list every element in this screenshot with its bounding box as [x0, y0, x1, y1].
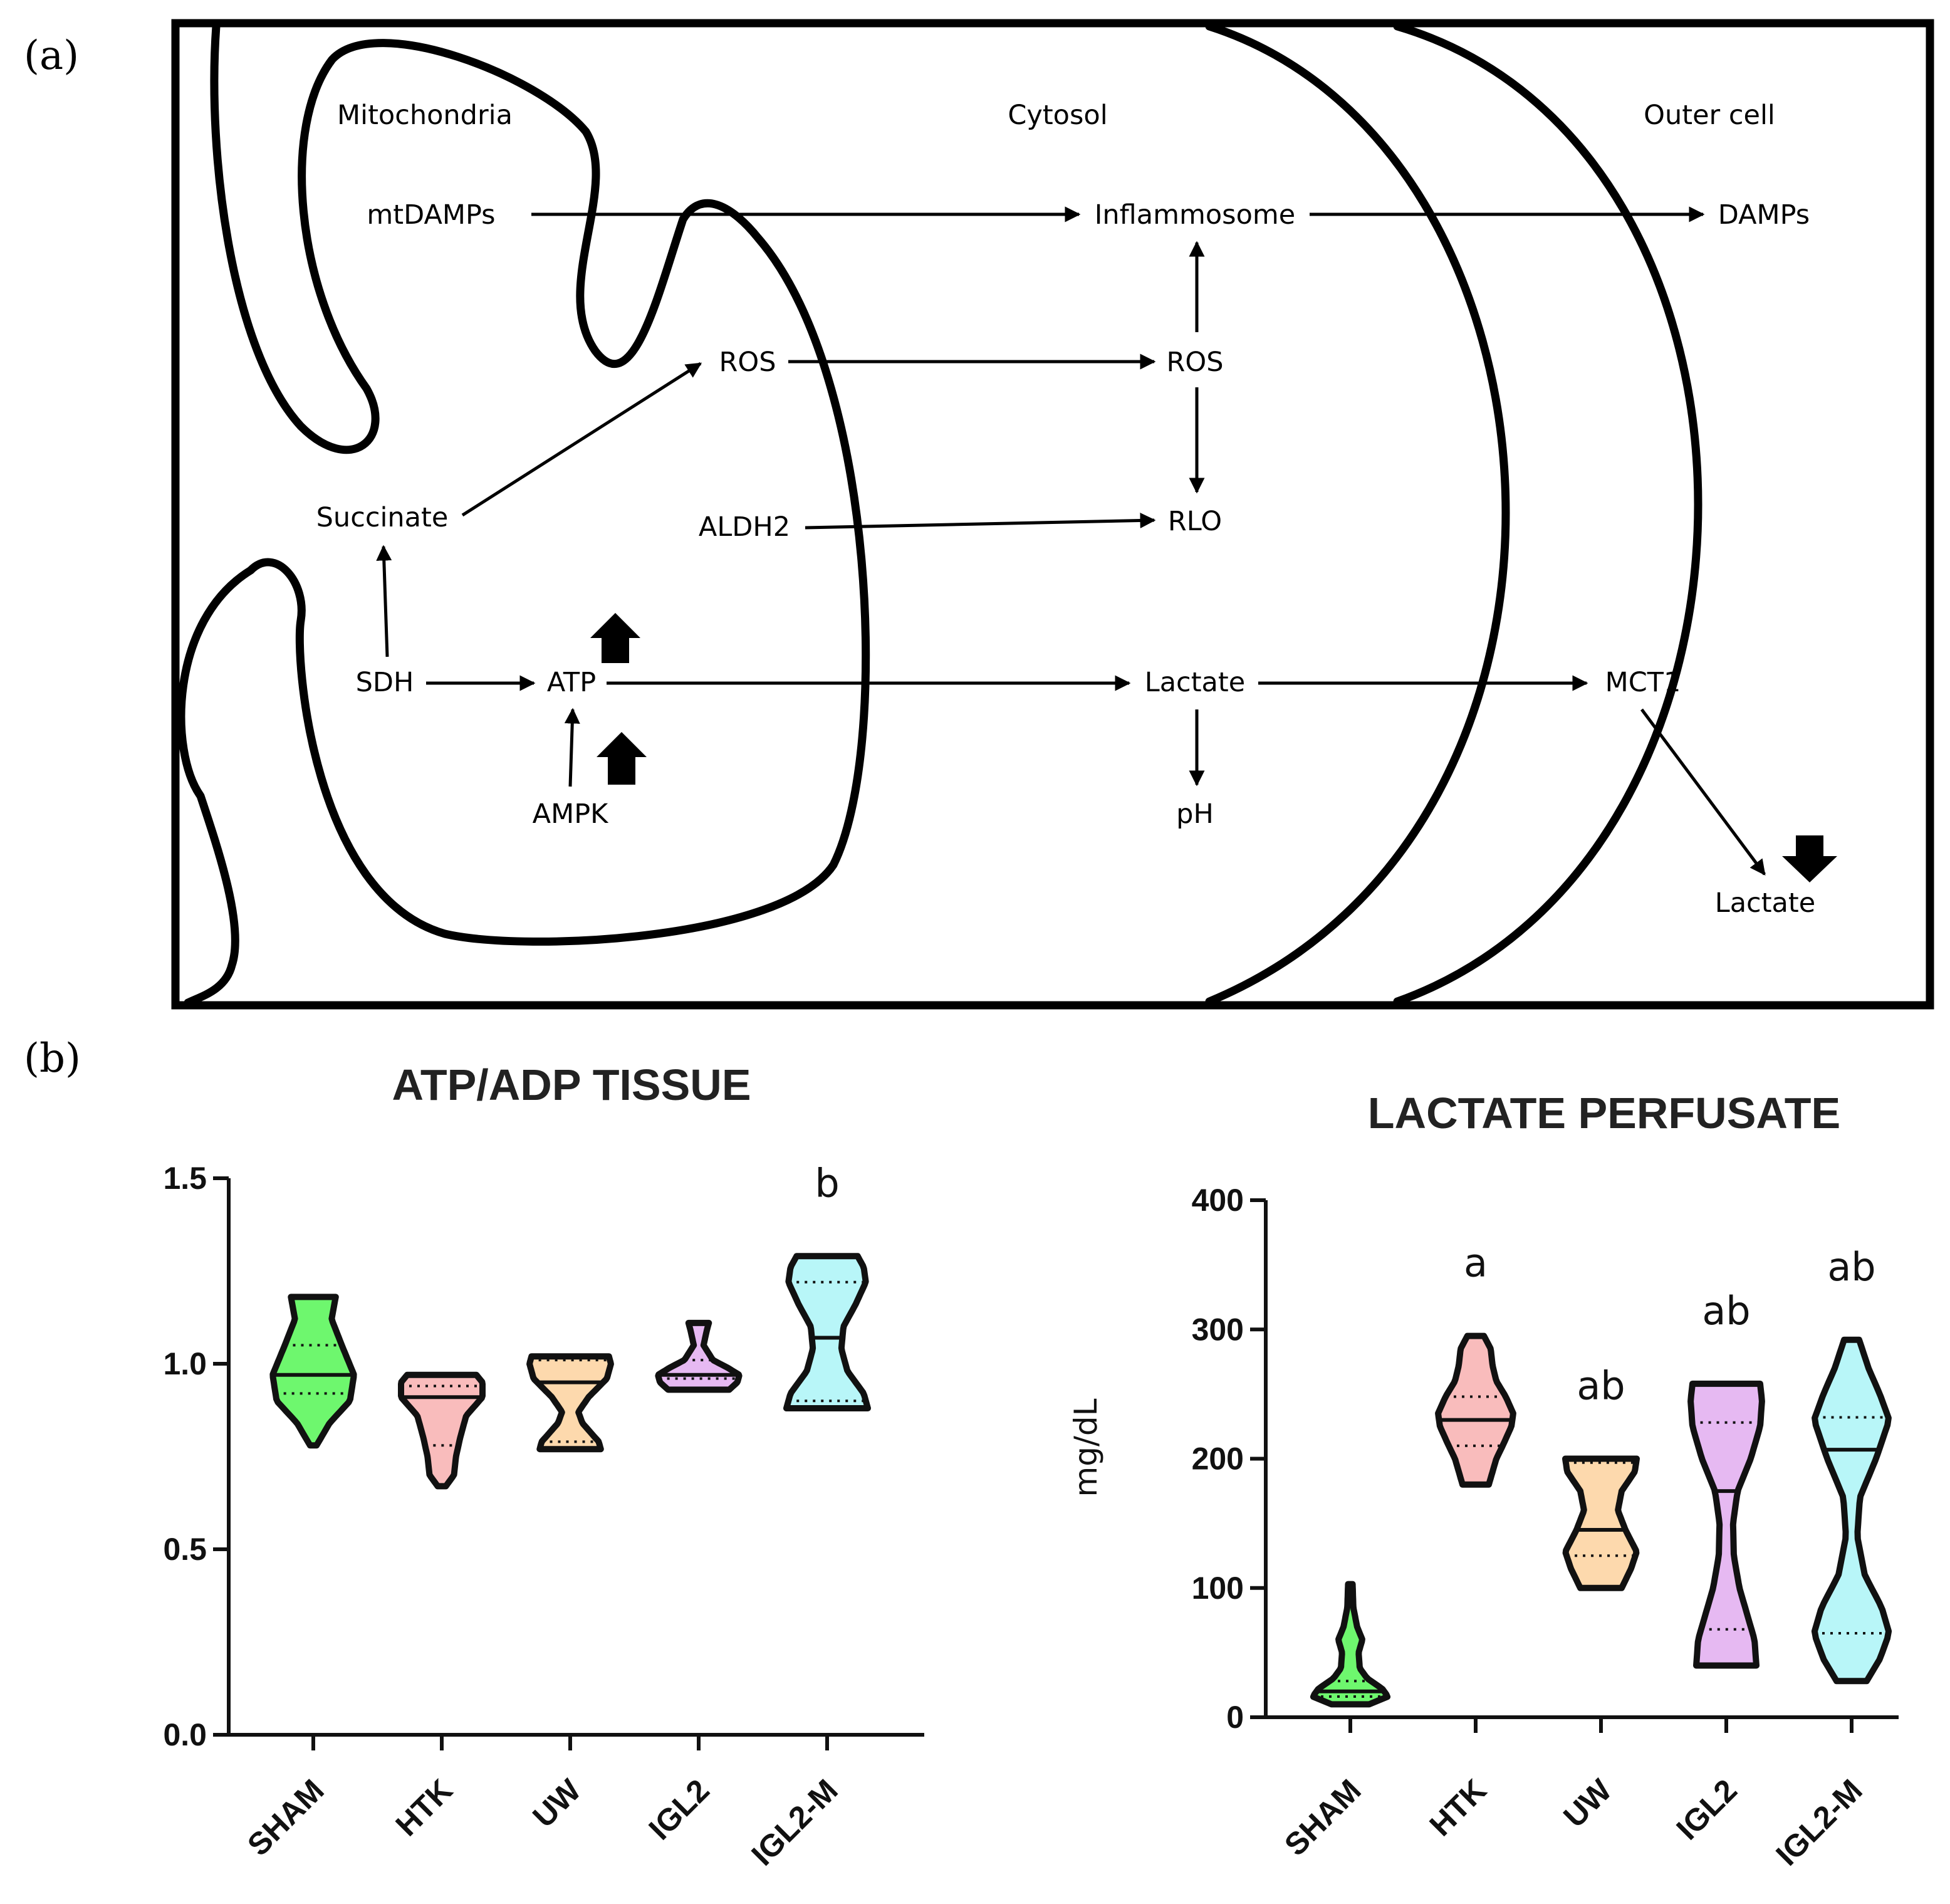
significance-annotations: b	[815, 1160, 839, 1206]
axes	[227, 1178, 924, 1737]
panel-a-label: (a)	[24, 33, 79, 79]
violins	[269, 1253, 871, 1490]
cell-frame	[171, 19, 1934, 1010]
node-ph: pH	[1176, 798, 1214, 830]
node-rlo: RLO	[1168, 506, 1222, 537]
y-tick-label: 200	[1192, 1441, 1244, 1477]
arrow-sdh-to-succinate	[376, 545, 392, 657]
x-axis-labels: SHAM HTK UW IGL2 IGL2-M	[241, 1735, 845, 1873]
y-tick-label: 0	[1226, 1700, 1244, 1735]
node-mtdamps: mtDAMPs	[367, 199, 495, 231]
inner-cell-membrane	[1205, 22, 1510, 1006]
node-sdh: SDH	[356, 667, 414, 698]
significance-label: ab	[1702, 1288, 1750, 1334]
arrow-succinate-to-ros	[461, 362, 702, 517]
increase-indicator-icon	[597, 732, 647, 785]
x-tick-label: UW	[526, 1772, 588, 1834]
x-tick-label: HTK	[1423, 1772, 1493, 1843]
significance-label: b	[815, 1160, 839, 1206]
outer-cell-membrane	[1393, 22, 1702, 1006]
significance-label: a	[1464, 1240, 1488, 1286]
atp-adp-chart: ATP/ADP TISSUE 0.0 0.5 1.0 1.5 b SHAM HTK UW I…	[163, 1060, 924, 1873]
x-tick-label: IGL2	[642, 1772, 716, 1846]
arrow-ampk-to-atp	[564, 708, 580, 787]
y-tick-label: 300	[1192, 1312, 1244, 1347]
significance-label: ab	[1827, 1244, 1875, 1290]
chart-title: LACTATE PERFUSATE	[1368, 1089, 1840, 1138]
node-succinate: Succinate	[316, 502, 449, 533]
x-tick-label: UW	[1556, 1772, 1619, 1834]
region-cytosol: Cytosol	[1008, 100, 1107, 131]
violin-sham	[269, 1294, 357, 1449]
y-tick-label: 100	[1192, 1571, 1244, 1606]
y-tick-label: 0.0	[163, 1717, 207, 1752]
panel-a: (a) Mitochondria Cytosol Outer cell mtDA…	[24, 19, 1934, 1010]
y-axis-ticks: 0 100 200 300 400	[1192, 1183, 1266, 1735]
significance-label: ab	[1577, 1363, 1625, 1409]
node-lactate-cytosol: Lactate	[1145, 667, 1245, 698]
y-tick-label: 0.5	[163, 1532, 207, 1567]
decrease-indicator-icon	[1782, 835, 1837, 882]
violin-uw	[526, 1353, 614, 1453]
y-axis-ticks: 0.0 0.5 1.0 1.5	[163, 1161, 229, 1752]
node-atp: ATP	[547, 667, 596, 698]
node-ros-cytosol: ROS	[1166, 347, 1223, 378]
panel-b-label: (b)	[24, 1035, 81, 1082]
arrow-mct1-to-lactate	[1640, 708, 1766, 876]
x-axis-labels: SHAM HTK UW IGL2 IGL2-M	[1278, 1717, 1869, 1873]
x-tick-label: IGL2-M	[744, 1772, 844, 1872]
violin-uw	[1562, 1455, 1640, 1591]
node-ros-mitochondria: ROS	[719, 347, 776, 378]
y-tick-label: 1.5	[163, 1161, 207, 1196]
node-ampk: AMPK	[533, 798, 609, 830]
x-tick-label: IGL2-M	[1769, 1772, 1869, 1872]
region-mitochondria: Mitochondria	[337, 100, 513, 131]
violin-htk	[398, 1371, 486, 1490]
node-aldh2: ALDH2	[699, 511, 790, 543]
node-lactate-outer: Lactate	[1715, 887, 1815, 919]
violin-igl2	[655, 1319, 743, 1393]
node-damps: DAMPs	[1718, 199, 1810, 231]
region-outer-cell: Outer cell	[1644, 100, 1775, 131]
axes	[1264, 1200, 1899, 1719]
y-tick-label: 400	[1192, 1183, 1244, 1218]
violins	[1310, 1332, 1892, 1708]
y-axis-label: mg/dL	[1068, 1398, 1104, 1497]
significance-annotations: a ab ab ab	[1464, 1240, 1876, 1409]
violin-igl2-m	[783, 1253, 871, 1411]
chart-title: ATP/ADP TISSUE	[392, 1060, 751, 1109]
panel-b: (b) ATP/ADP TISSUE 0.0 0.5 1.0 1.5 b SHAM HT…	[24, 1035, 1899, 1873]
x-tick-label: SHAM	[1278, 1772, 1368, 1863]
mitochondria-membrane	[177, 22, 870, 1007]
x-tick-label: IGL2	[1670, 1772, 1744, 1846]
y-tick-label: 1.0	[163, 1346, 207, 1381]
violin-igl2	[1687, 1380, 1765, 1669]
violin-htk	[1435, 1332, 1516, 1488]
x-tick-label: HTK	[389, 1772, 459, 1843]
x-tick-label: SHAM	[241, 1772, 331, 1863]
violin-igl2-m	[1811, 1336, 1892, 1685]
arrow-aldh2-to-rlo	[805, 512, 1156, 530]
violin-sham	[1310, 1581, 1391, 1708]
increase-indicator-icon	[590, 613, 640, 663]
node-mct1: MCT1	[1605, 667, 1681, 698]
node-inflammosome: Inflammosome	[1095, 199, 1296, 231]
